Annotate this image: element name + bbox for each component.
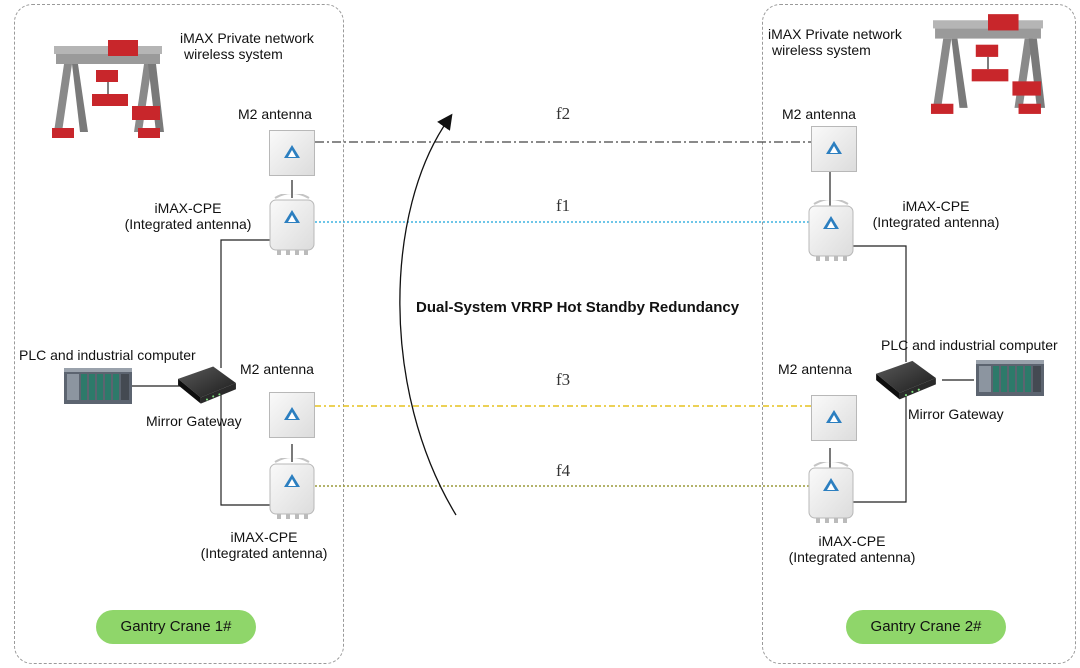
system-title-right-line1: iMAX Private network: [768, 26, 902, 42]
cpe-label-right-bottom-line1: iMAX-CPE: [818, 533, 886, 549]
plc-label-left: PLC and industrial computer: [19, 347, 196, 363]
wired-links-right: [829, 170, 974, 503]
system-title-left-line1: iMAX Private network: [180, 30, 314, 46]
gantry-crane-1-badge: Gantry Crane 1#: [96, 610, 256, 644]
cpe-label-right-top-line1: iMAX-CPE: [902, 198, 970, 214]
m2-antenna-icon-left-top: [269, 130, 315, 176]
plc-icon-left: [64, 368, 132, 404]
m2-antenna-icon-right-top: [811, 126, 857, 172]
redundancy-title: Dual-System VRRP Hot Standby Redundancy: [416, 299, 740, 316]
gateway-icon-right: [876, 360, 936, 400]
m2-antenna-icon-right-bottom: [811, 395, 857, 441]
m2-antenna-label-left-bottom: M2 antenna: [240, 361, 314, 377]
cpe-icon-right-bottom: [808, 462, 854, 524]
cpe-icon-left-top: [269, 194, 315, 256]
plc-label-right: PLC and industrial computer: [881, 337, 1058, 353]
m2-antenna-icon-left-bottom: [269, 392, 315, 438]
gantry-crane-icon-left: [51, 39, 165, 139]
m2-antenna-label-left-top: M2 antenna: [238, 106, 312, 122]
system-title-left-line2: wireless system: [184, 46, 283, 62]
cpe-label-right-top-line2: (Integrated antenna): [872, 214, 1000, 230]
cpe-label-left-bottom-line2: (Integrated antenna): [200, 545, 328, 561]
system-title-right-line2: wireless system: [772, 42, 871, 58]
gateway-label-left: Mirror Gateway: [146, 413, 242, 429]
link-f3-label: f3: [556, 370, 571, 389]
link-f2-label: f2: [556, 104, 571, 123]
gateway-label-right: Mirror Gateway: [908, 406, 1004, 422]
link-f1-label: f1: [556, 196, 571, 215]
gantry-crane-icon-right: [930, 13, 1046, 115]
cpe-label-left-bottom-line1: iMAX-CPE: [230, 529, 298, 545]
plc-icon-right: [976, 360, 1044, 396]
gateway-icon-left: [178, 366, 236, 404]
link-f4-label: f4: [556, 461, 571, 480]
cpe-label-right-bottom-line2: (Integrated antenna): [788, 549, 916, 565]
gantry-crane-1-panel: [14, 4, 344, 664]
cpe-icon-right-top: [808, 200, 854, 262]
m2-antenna-label-right-bottom: M2 antenna: [778, 361, 852, 377]
gantry-crane-2-badge: Gantry Crane 2#: [846, 610, 1006, 644]
cpe-label-left-top-line2: (Integrated antenna): [124, 216, 252, 232]
m2-antenna-label-right-top: M2 antenna: [782, 106, 856, 122]
failover-arrow: [399, 113, 457, 516]
cpe-label-left-top-line1: iMAX-CPE: [154, 200, 222, 216]
cpe-icon-left-bottom: [269, 458, 315, 520]
wired-links-left: [132, 180, 293, 506]
gantry-crane-2-panel: [762, 4, 1076, 664]
